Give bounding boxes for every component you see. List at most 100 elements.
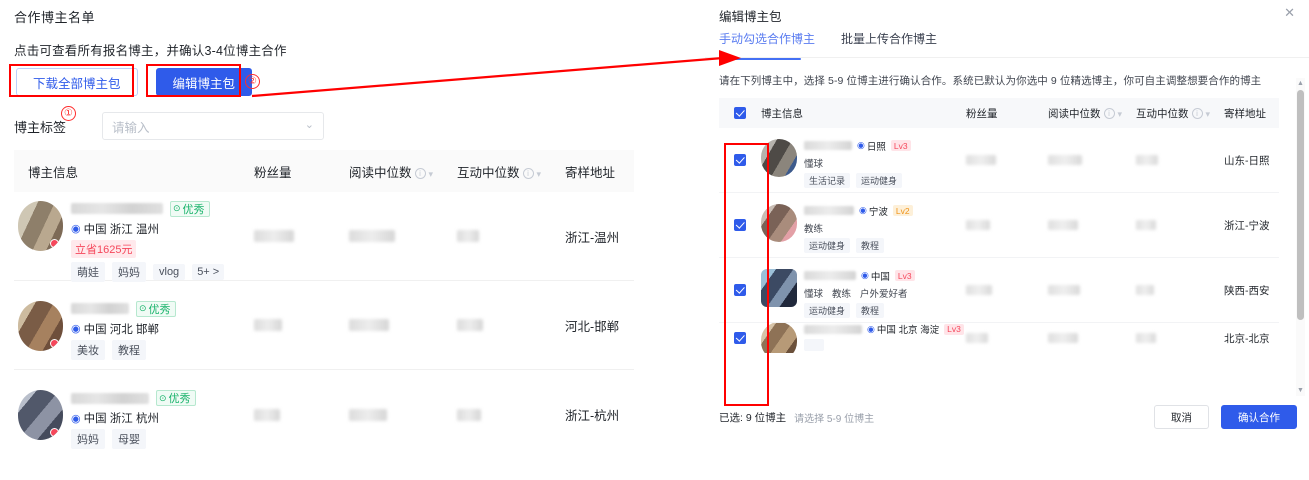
tag-chip: 母婴 — [112, 429, 146, 449]
location-pin-icon: ◉ — [71, 412, 81, 425]
scrollbar-thumb[interactable] — [1297, 90, 1304, 320]
blogger-location: ◉ 日照 — [857, 140, 886, 153]
tag-chip: 教程 — [856, 237, 885, 253]
scroll-down-icon[interactable]: ▼ — [1297, 387, 1304, 394]
scroll-up-icon[interactable]: ▲ — [1297, 80, 1304, 87]
blogger-tag-chips: 生活记录 运动健身 — [804, 172, 911, 188]
sort-caret-icon[interactable]: ▾ — [536, 168, 542, 179]
info-icon[interactable]: i — [414, 167, 426, 179]
tab-manual-select[interactable]: 手动勾选合作博主 — [719, 30, 815, 60]
blogger-name-redacted — [804, 141, 852, 150]
row-checkbox[interactable] — [734, 284, 746, 296]
blogger-location: ◉ 中国 — [861, 270, 890, 283]
location-pin-icon: ◉ — [857, 140, 865, 150]
sample-address-value: 山东-日照 — [1224, 154, 1270, 167]
avatar — [18, 390, 63, 440]
shield-check-icon: ⊙ — [159, 392, 167, 403]
tag-chip: vlog — [153, 263, 186, 280]
cancel-button[interactable]: 取消 — [1154, 405, 1209, 429]
tab-batch-upload[interactable]: 批量上传合作博主 — [841, 32, 938, 46]
sample-address-value: 浙江-宁波 — [1224, 219, 1270, 232]
dialog-scrollbar[interactable]: ▲ ▼ — [1296, 78, 1305, 396]
avatar-badge-icon — [50, 338, 59, 348]
tag-chip: 运动健身 — [804, 302, 851, 318]
interaction-median-value-redacted — [1136, 285, 1154, 295]
selection-hint-text: 请选择 5-9 位博主 — [794, 413, 875, 425]
level-badge: Lv3 — [890, 140, 911, 151]
annotation-marker-1: ① — [61, 106, 76, 121]
table-row[interactable]: ⊙ 优秀 ◉ 中国 浙江 杭州 妈妈 母婴 — [14, 370, 634, 459]
blogger-location: ◉ 中国 浙江 温州 — [71, 223, 159, 236]
row-checkbox[interactable] — [734, 154, 746, 166]
sort-caret-icon[interactable]: ▾ — [1205, 108, 1211, 119]
fans-value-redacted — [254, 230, 294, 242]
dialog-table-row[interactable]: ◉ 中国 Lv3 懂球 教练 户外爱好者 运动健身 教程 — [719, 258, 1279, 323]
interaction-median-value-redacted — [1136, 220, 1156, 230]
blogger-categories: 懂球 — [804, 158, 824, 170]
avatar — [761, 138, 797, 177]
blogger-name-redacted — [71, 392, 149, 404]
info-icon[interactable]: i — [1191, 107, 1203, 119]
avatar — [18, 300, 63, 351]
read-median-value-redacted — [1048, 333, 1078, 343]
tag-chip: 美妆 — [71, 339, 105, 360]
table-row[interactable]: ⊙ 优秀 ◉ 中国 河北 邯郸 美妆 教程 — [14, 281, 634, 370]
blogger-list-panel: 合作博主名单 点击可查看所有报名博主，并确认3-4位博主合作 下载全部博主包 编… — [14, 10, 634, 459]
dialog-table-row[interactable]: ◉ 宁波 Lv2 教练 运动健身 教程 — [719, 193, 1279, 258]
shield-check-icon: ⊙ — [173, 203, 181, 213]
blogger-tag-label: 博主标签 — [14, 119, 67, 135]
close-icon[interactable]: ✕ — [1284, 5, 1295, 20]
action-button-row: 下载全部博主包 编辑博主包 — [16, 68, 253, 96]
blogger-location: ◉ 中国 河北 邯郸 — [71, 323, 159, 336]
blogger-name-redacted — [71, 303, 129, 314]
selected-count-text: 已选: 9 位博主 — [719, 411, 787, 424]
blogger-tag-chips: 美妆 教程 — [71, 339, 176, 360]
blogger-tag-select[interactable]: 请输入 ⌄ — [102, 112, 325, 140]
avatar — [761, 203, 797, 242]
table-row[interactable]: ⊙ 优秀 ◉ 中国 浙江 温州 立省1625元 萌娃 妈妈 vlog — [14, 192, 634, 282]
fans-value-redacted — [254, 408, 280, 421]
fans-value-redacted — [966, 155, 996, 165]
avatar-badge-icon — [50, 428, 59, 437]
column-header-fans: 粉丝量 — [966, 107, 998, 120]
status-badge: ⊙ 优秀 — [170, 200, 210, 217]
location-pin-icon: ◉ — [71, 223, 81, 235]
row-checkbox[interactable] — [734, 219, 746, 231]
dialog-table-row[interactable]: ◉ 中国 北京 海淀 Lv3 北京-北京 — [719, 323, 1279, 353]
interaction-median-value-redacted — [1136, 333, 1156, 343]
dialog-tabs: 手动勾选合作博主 批量上传合作博主 — [719, 30, 938, 60]
info-icon[interactable]: i — [522, 167, 534, 179]
tag-chip: 生活记录 — [804, 172, 851, 188]
dialog-table-row[interactable]: ◉ 日照 Lv3 懂球 生活记录 运动健身 — [719, 128, 1279, 193]
blogger-tag-chips — [804, 339, 964, 351]
info-icon[interactable]: i — [1103, 107, 1115, 119]
column-header-sample-address: 寄样地址 — [1224, 107, 1266, 120]
download-all-packages-button[interactable]: 下载全部博主包 — [16, 68, 138, 96]
tag-chip-more[interactable]: 5+ > — [192, 263, 225, 280]
blogger-location: ◉ 宁波 — [859, 205, 888, 218]
sort-caret-icon[interactable]: ▾ — [428, 168, 434, 179]
row-checkbox[interactable] — [734, 332, 746, 344]
edit-package-button[interactable]: 编辑博主包 — [155, 68, 253, 96]
select-all-checkbox[interactable] — [734, 107, 746, 119]
read-median-value-redacted — [349, 230, 395, 242]
edit-package-dialog: 编辑博主包 ✕ 手动勾选合作博主 批量上传合作博主 请在下列博主中，选择 5-9… — [705, 0, 1309, 480]
tag-chip: 萌娃 — [71, 261, 105, 282]
blogger-name-redacted — [804, 271, 856, 280]
column-header-fans: 粉丝量 — [254, 165, 292, 180]
interaction-median-value-redacted — [457, 408, 481, 421]
page-subtitle: 点击可查看所有报名博主，并确认3-4位博主合作 — [14, 44, 287, 58]
column-header-blogger-info: 博主信息 — [28, 165, 79, 180]
annotation-marker-2: ② — [245, 74, 260, 89]
read-median-value-redacted — [1048, 155, 1082, 165]
confirm-button[interactable]: 确认合作 — [1221, 405, 1297, 429]
sample-address-value: 浙江-温州 — [565, 230, 620, 245]
avatar-badge-icon — [50, 238, 59, 248]
tag-chip: 运动健身 — [856, 172, 903, 188]
sort-caret-icon[interactable]: ▾ — [1117, 108, 1123, 119]
